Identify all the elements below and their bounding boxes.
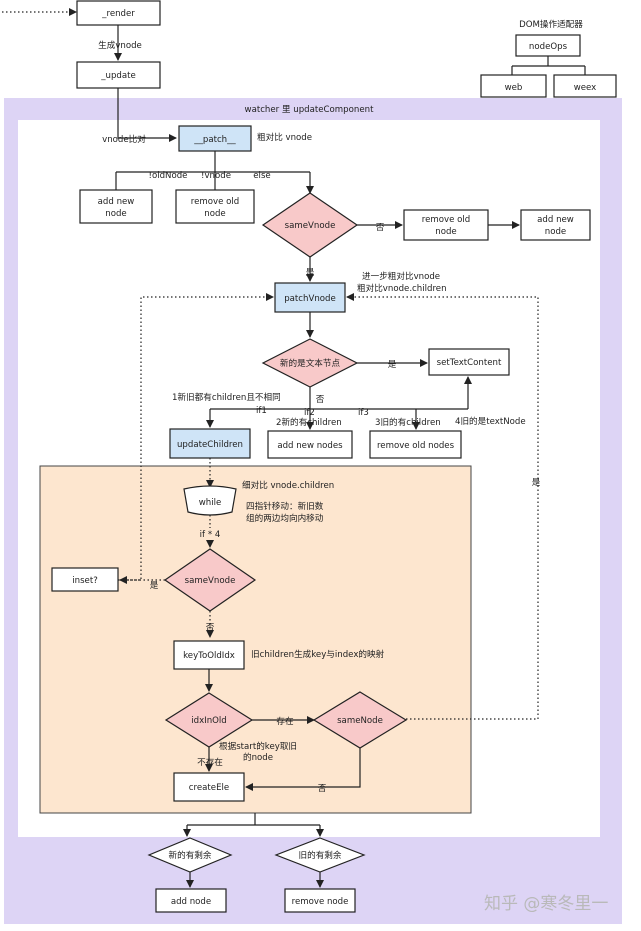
by-start-key-line1: 根据start的key取旧 [219, 740, 297, 752]
by-start-key-line2: 的node [243, 751, 273, 763]
update-node [76, 61, 161, 89]
idx-in-old-label: idxInOld [191, 716, 227, 726]
remove-old-node-2-line2: node [435, 227, 456, 237]
no-1-label: 否 [376, 222, 385, 233]
nodeops-label: nodeOps [529, 42, 568, 52]
remove-old-node-1-line2: node [204, 209, 225, 219]
add-new-node-1-line1: add new [98, 197, 135, 207]
patch-branch-lines [115, 151, 310, 190]
no-3-label: 否 [206, 622, 215, 633]
dom-adapter-title: DOM操作适配器 [519, 18, 583, 30]
case3-label: 3旧的有children [375, 416, 441, 428]
patch-vnode-node [274, 282, 346, 313]
web-label: web [505, 83, 523, 93]
coarse-compare-label: 粗对比 vnode [257, 131, 312, 143]
weex-label: weex [574, 83, 597, 93]
patch-label: __patch__ [193, 135, 236, 145]
not-old-node-label: !oldNode [149, 171, 188, 181]
same-vnode-2-label: sameVnode [185, 576, 236, 586]
remove-old-node-1-line1: remove old [191, 197, 239, 207]
yes-1-label: 是 [306, 267, 315, 278]
same-vnode-1-label: sameVnode [285, 221, 336, 231]
not-exists-label: 不存在 [197, 756, 223, 768]
fine-compare-label: 细对比 vnode.children [242, 479, 334, 491]
case2-label: 2新的有children [276, 416, 342, 428]
samenode-to-patchvnode-dotted [346, 293, 539, 720]
else-label: else [253, 171, 270, 181]
old-remaining-label: 旧的有剩余 [299, 849, 342, 861]
yes-2-label: 是 [388, 359, 397, 370]
render-node [76, 0, 161, 26]
remove-old-node-1 [175, 189, 255, 224]
bottom-branch-lines [187, 813, 320, 826]
update-label: _update [100, 71, 136, 81]
create-ele-label: createEle [189, 783, 229, 793]
no-2-label: 否 [316, 394, 325, 405]
add-node-label: add node [171, 897, 211, 907]
exists-label: 存在 [276, 715, 294, 727]
four-pointer-line2: 组的两边均向内移动 [246, 512, 324, 524]
if3-label: if3 [358, 408, 369, 418]
update-children-node [169, 428, 251, 459]
if2-label: if2 [304, 408, 315, 418]
if1-label: if1 [256, 406, 267, 416]
case4-label: 4旧的是textNode [455, 415, 526, 427]
not-vnode-label: !vnode [201, 171, 231, 181]
inset-label: inset? [72, 576, 98, 586]
further-compare-line2: 粗对比vnode.children [357, 282, 447, 294]
yes-3-label: 是 [150, 580, 159, 591]
same-node-no-arrow [245, 748, 361, 791]
if-times-4-label: if * 4 [200, 530, 221, 540]
remove-node-label: remove node [292, 897, 349, 907]
vnode-compare-label: vnode比对 [102, 133, 146, 145]
weex-node [553, 74, 617, 98]
update-children-label: updateChildren [177, 440, 243, 450]
remove-old-node-2 [403, 209, 489, 241]
is-text-node-label: 新的是文本节点 [280, 357, 341, 369]
four-pointer-line1: 四指针移动：新旧数 [246, 500, 324, 512]
add-new-node-1-line2: node [105, 209, 126, 219]
watcher-title: watcher 里 updateComponent [245, 104, 375, 115]
add-new-nodes-label: add new nodes [277, 441, 343, 451]
update-to-patch-arrow [117, 88, 177, 142]
remove-old-nodes-node [369, 430, 462, 459]
gen-vnode-label: 生成vnode [98, 39, 142, 51]
inset-node [51, 567, 119, 592]
update-children-region [39, 465, 472, 814]
no-4-label: 否 [318, 783, 327, 794]
patch-vnode-label: patchVnode [284, 294, 336, 304]
new-remaining-label: 新的有剩余 [169, 849, 212, 861]
remove-old-nodes-label: remove old nodes [377, 441, 455, 451]
web-node [480, 74, 547, 98]
key-to-old-idx-label: keyToOldIdx [183, 651, 235, 661]
render-label: _render [101, 9, 135, 19]
add-new-node-2-line2: node [545, 227, 566, 237]
add-new-node-2-line1: add new [537, 215, 574, 225]
watermark: 知乎 @寒冬里一 [484, 894, 608, 914]
further-compare-line1: 进一步粗对比vnode [362, 270, 440, 282]
remove-old-node-2-line1: remove old [422, 215, 470, 225]
add-new-node-1 [79, 189, 153, 224]
set-text-content-node [428, 348, 510, 376]
add-new-node-2 [520, 209, 591, 241]
add-node-node [155, 888, 227, 913]
set-text-content-label: setTextContent [437, 358, 502, 368]
yes-right-label: 是 [532, 477, 541, 488]
inset-to-patchvnode-dotted [118, 293, 274, 581]
while-loop-shape [183, 485, 237, 516]
key-map-desc-label: 旧children生成key与index的映射 [251, 648, 385, 660]
create-ele-node [173, 772, 245, 802]
add-new-nodes-node [267, 430, 353, 459]
nodeops-tree-lines [511, 56, 586, 75]
while-label: while [199, 498, 222, 508]
case1-label: 1新旧都有children且不相同 [172, 391, 281, 403]
remove-node-node [284, 888, 356, 913]
same-node-label: sameNode [337, 716, 383, 726]
